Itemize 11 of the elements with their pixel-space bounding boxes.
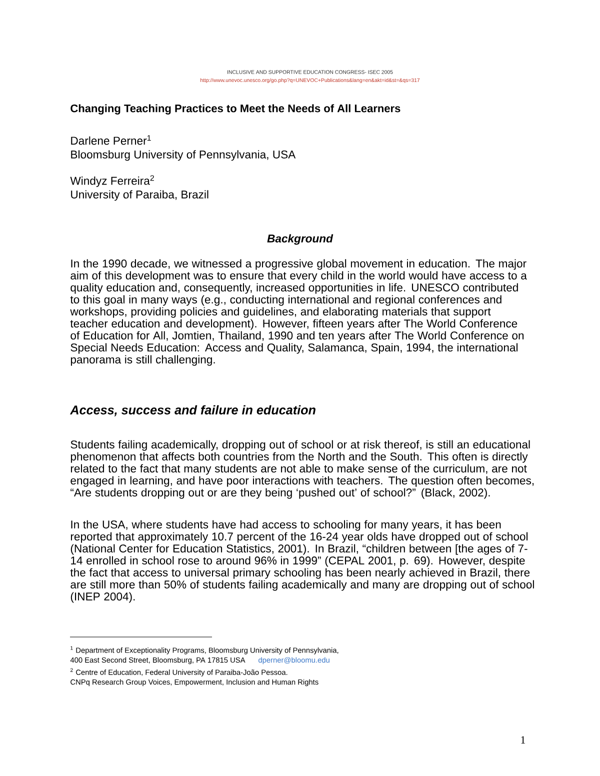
affiliation-text: Bloomsburg University of Pennsylvania, USA — [71, 150, 296, 161]
section-heading: Access, success and failure in education — [70, 405, 316, 416]
page-number: 1 — [521, 736, 526, 744]
author-name: Darlene Perner$^{1}$ — [71, 135, 151, 145]
author-name: Windyz Ferreira$^{2}$ — [70, 175, 154, 188]
affiliation-text: University of Paraiba, Brazil — [71, 190, 208, 201]
title-text: Changing Teaching Practices to Meet the Needs of All Learners — [70, 104, 400, 114]
paragraph: Students failing academically, dropping out of school or at risk thereof, is still an educational phenomenon that affects both countries from the North and the South. This often is directly related to the fact that many students are not able to make sense of the curriculum, are not engaged in learning, and have poor interactions with teachers. The question often becomes, “Are students dropping out or are they being ‘pushed out’ of school?” (Black, 2002). — [70, 440, 534, 499]
paragraph: In the USA, where students have had access to schooling for many years, it has been reported that approximately 10.7 percent of the 16-24 year olds have dropped out of school (National Center for Education Statistics, 2001). In Brazil, “children between [the ages of 7-14 enrolled in school rose to around 96% in 1999” (CEPAL 2001, p. 69). However, despite the fact that access to universal primary schooling has been nearly achieved in Brazil, there are still more than 50% of students failing academically and many are dropping out of school (INEP 2004). — [70, 520, 534, 603]
section-heading: Background — [267, 234, 334, 245]
paragraph: In the 1990 decade, we witnessed a progressive global movement in education. The major aim of this development was to ensure that every child in the world would have access to a quality education and, consequently, increased opportunities in life. UNESCO contributed to this goal in many ways (e.g., conducting international and regional conferences and workshops, providing policies and guidelines, and elaborating materials that support teacher education and development). However, fifteen years after The World Conference of Education for All, Jomtien, Thailand, 1990 and ten years after The World Conference on Special Needs Education: Access and Quality, Salamanca, Spain, 1994, the international panorama is still challenging. — [70, 259, 527, 366]
